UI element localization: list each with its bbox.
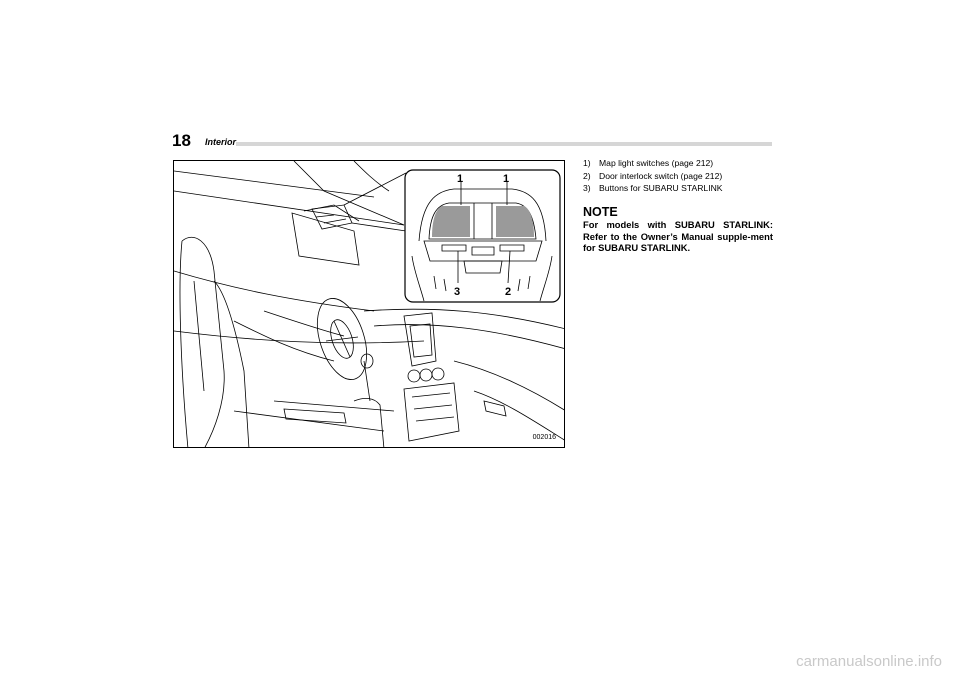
legend-item: 3) Buttons for SUBARU STARLINK	[583, 182, 723, 195]
page-number: 18	[172, 131, 191, 150]
callout-1-left: 1	[457, 173, 464, 185]
figure-code: 002016	[532, 434, 556, 441]
legend-num: 2)	[583, 170, 591, 181]
callout-1-right: 1	[503, 173, 510, 185]
legend-item: 2) Door interlock switch (page 212)	[583, 170, 723, 183]
legend-num: 3)	[583, 183, 591, 193]
interior-illustration	[174, 161, 564, 447]
section-title: Interior	[205, 137, 237, 147]
note-heading: NOTE	[583, 205, 618, 219]
callout-2: 2	[505, 286, 512, 298]
header-rule	[236, 142, 772, 146]
overhead-console-inset	[404, 169, 561, 303]
legend-text: Door interlock switch (page 212)	[599, 170, 723, 181]
interior-figure: 1 1 3 2 002016	[173, 160, 565, 448]
note-text: For models with SUBARU STARLINK: Refer t…	[583, 219, 773, 253]
legend-text: Buttons for SUBARU STARLINK	[599, 183, 723, 193]
legend-item: 1) Map light switches (page 212)	[583, 157, 723, 170]
legend-list: 1) Map light switches (page 212) 2) Door i…	[583, 157, 723, 195]
legend-num: 1)	[583, 158, 591, 168]
legend-text: Map light switches (page 212)	[599, 158, 714, 168]
watermark: carmanualsonline.info	[796, 653, 942, 670]
callout-3: 3	[454, 286, 461, 298]
